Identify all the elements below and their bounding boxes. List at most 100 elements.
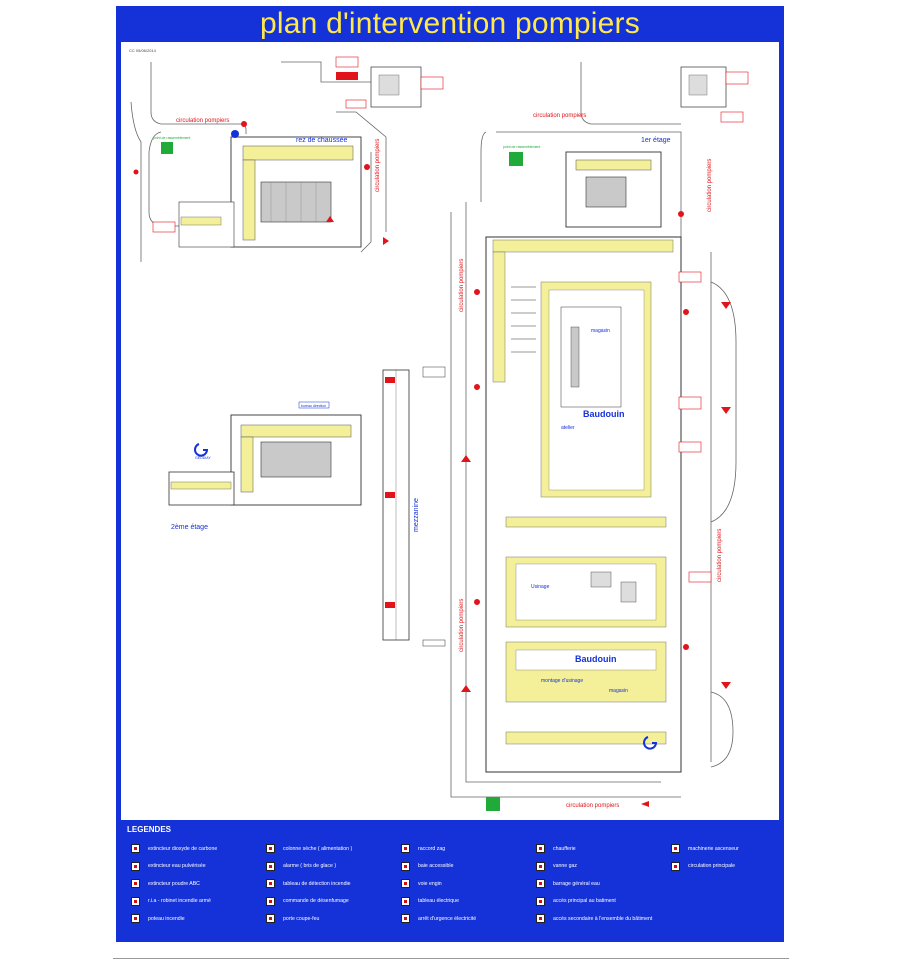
doc-ref: CC 05/06/2014 (129, 48, 157, 53)
logo-text: GEODIAY (195, 456, 211, 460)
legend-column-4: chaufferie vanne gaz barrage général eau… (536, 840, 652, 928)
page-title: plan d'intervention pompiers (260, 7, 640, 40)
legend-item: porte coupe-feu (266, 910, 352, 928)
hydrant-icon (683, 309, 689, 315)
assembly-point-icon (509, 152, 523, 166)
zone-magasin-2: magasin (609, 688, 628, 694)
legend-item: baie accessible (401, 858, 476, 876)
access-bay-icon (401, 861, 410, 871)
legend-item: extincteur eau pulvérisée (131, 858, 217, 876)
legend-column-3: raccord zag baie accessible voie engin t… (401, 840, 476, 928)
legend-item: poteau incendie (131, 910, 217, 928)
legend-item: chaufferie (536, 840, 652, 858)
legend-item: colonne sèche ( alimentation ) (266, 840, 352, 858)
ground-floor-label: rez de chaussée (296, 137, 347, 144)
zone-usinage: Usinage (531, 584, 550, 590)
circulation-label-main-right: circulation pompiers (717, 529, 723, 582)
main-access-icon (536, 896, 545, 906)
legend-item: raccord zag (401, 840, 476, 858)
circulation-label-main-left-2: circulation pompiers (459, 599, 465, 652)
zone-magasin: magasin (591, 328, 610, 334)
gas-valve-icon (536, 861, 545, 871)
fire-panel-icon (266, 879, 275, 889)
main-building-plan: magasin atelier Baudouin Usinage Baudoui… (450, 202, 737, 811)
first-floor-plan: circulation pompiers 1er étage point de … (480, 62, 749, 242)
logo-icon-2 (643, 736, 658, 750)
legend-item: tableau de détection incendie (266, 875, 352, 893)
legend-item: barrage général eau (536, 875, 652, 893)
hydrant-icon (474, 384, 480, 390)
circulation-label-first-right: circulation pompiers (707, 159, 713, 212)
assembly-point-icon (161, 142, 173, 154)
legend-column-5: machinerie ascenseur circulation princip… (671, 840, 739, 875)
main-circulation-icon (671, 861, 680, 871)
access-arrow-icon (721, 302, 731, 309)
assembly-point-label: point de rassemblement (153, 136, 190, 140)
alarm-icon (266, 861, 275, 871)
legend-item: accès principal au batiment (536, 893, 652, 911)
second-floor-label: 2ème étage (171, 524, 208, 531)
bureau-label: bureau direction (301, 404, 326, 408)
hydrant-icon (474, 289, 480, 295)
hydrant-icon (241, 121, 247, 127)
legend-item: vanne gaz (536, 858, 652, 876)
mezzanine-plan: mezzanine (382, 366, 446, 647)
logo-icon (194, 443, 209, 457)
zone-atelier: atelier (561, 425, 575, 431)
elevator-machinery-icon (671, 844, 680, 854)
secondary-access-icon (536, 914, 545, 924)
main-access-icon (231, 130, 239, 138)
floor-plans: CC 05/06/2014 (129, 48, 749, 811)
brand-logo-2: Baudouin (575, 654, 617, 664)
access-arrow-icon (326, 216, 334, 222)
hydrant-icon (678, 211, 684, 217)
hydrant-icon (131, 914, 140, 924)
electrical-panel-icon (401, 896, 410, 906)
assembly-point-label-2: point de rassemblement (503, 145, 540, 149)
poster-frame: plan d'intervention pompiers CC 05/06/20… (116, 6, 784, 942)
legend-column-1: extincteur dioxyde de carbone extincteur… (131, 840, 217, 928)
zone-montage: montage d'usinage (541, 678, 583, 684)
legend-item: alarme ( bris de glace ) (266, 858, 352, 876)
first-floor-label: 1er étage (641, 137, 671, 144)
legend-column-2: colonne sèche ( alimentation ) alarme ( … (266, 840, 352, 928)
extinguisher-water-icon (131, 861, 140, 871)
access-arrow-icon (383, 237, 389, 245)
plan-area: CC 05/06/2014 (121, 42, 779, 820)
circulation-label-first-top: circulation pompiers (533, 113, 586, 119)
legend-item: extincteur poudre ABC (131, 875, 217, 893)
access-arrow-icon (461, 455, 471, 462)
legend-item: accès secondaire à l'ensemble du bâtimen… (536, 910, 652, 928)
legend-item: tableau électrique (401, 893, 476, 911)
circulation-label-main-left: circulation pompiers (459, 259, 465, 312)
legend-item: commande de désenfumage (266, 893, 352, 911)
access-arrow-icon (721, 682, 731, 689)
engine-lane-icon (401, 879, 410, 889)
water-shutoff-icon (536, 879, 545, 889)
emergency-stop-icon (401, 914, 410, 924)
access-arrow-icon (461, 685, 471, 692)
legend-item: voie engin (401, 875, 476, 893)
hydrant-icon (364, 164, 370, 170)
circulation-label-main-bottom: circulation pompiers (566, 803, 619, 809)
access-arrow-icon (641, 801, 649, 807)
fire-door-icon (266, 914, 275, 924)
legend-item: arrêt d'urgence électricité (401, 910, 476, 928)
smoke-control-icon (266, 896, 275, 906)
fire-hose-icon (131, 896, 140, 906)
legend: LEGENDES extincteur dioxyde de carbone e… (121, 824, 779, 936)
access-arrow-icon (721, 407, 731, 414)
mezzanine-label: mezzanine (413, 498, 420, 532)
hydrant-icon (474, 599, 480, 605)
ground-floor-plan: CC 05/06/2014 (129, 48, 444, 262)
circulation-label-ground-right: circulation pompiers (375, 139, 381, 192)
extinguisher-co2-icon (131, 844, 140, 854)
legend-item: extincteur dioxyde de carbone (131, 840, 217, 858)
legend-item: machinerie ascenseur (671, 840, 739, 858)
assembly-point-icon (486, 797, 500, 811)
dry-riser-icon (266, 844, 275, 854)
boiler-icon (536, 844, 545, 854)
brand-logo-1: Baudouin (583, 409, 625, 419)
bottom-divider (113, 958, 789, 959)
second-floor-plan: bureau direction 2ème étage GEODIAY (168, 401, 362, 531)
